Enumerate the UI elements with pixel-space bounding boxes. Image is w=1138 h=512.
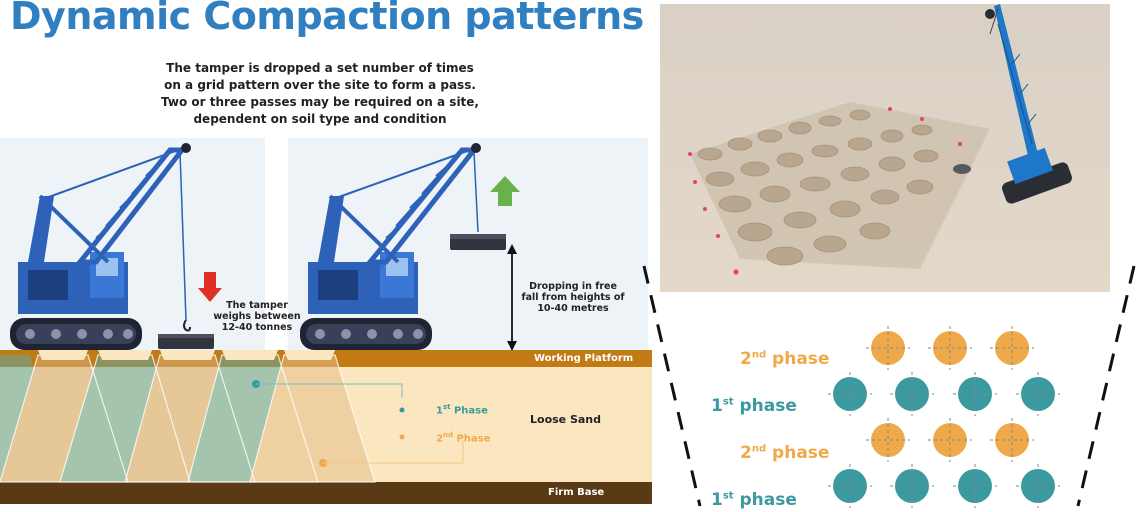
phase2-drop-point: [995, 423, 1029, 457]
phase2-legend-dot: [400, 435, 405, 440]
phase2-drop-point: [871, 423, 905, 457]
phase1-drop-point: [1021, 469, 1055, 503]
phase2-drop-point: [933, 423, 967, 457]
compaction-zones: [0, 355, 375, 482]
phase1-legend-dot: [400, 408, 405, 413]
phase1-drop-point: [895, 377, 929, 411]
firm-base-label: Firm Base: [548, 487, 604, 498]
grid-label-phase1-bottom: 1st phase: [711, 490, 797, 510]
drop-height-label: Dropping in free fall from heights of 10…: [518, 281, 628, 314]
phase2-drop-point: [995, 331, 1029, 365]
grid-label-phase2-top: 2nd phase: [740, 349, 829, 369]
legend-phase2-label: 2nd Phase: [436, 431, 490, 444]
phase1-drop-point: [833, 469, 867, 503]
working-platform-label: Working Platform: [534, 353, 633, 364]
tamper-weight-label: The tamper weighs between 12-40 tonnes: [212, 300, 302, 333]
site-photo: [660, 4, 1110, 292]
phase2-drop-point: [933, 331, 967, 365]
phase1-drop-point: [958, 377, 992, 411]
tamper-weight: [953, 164, 971, 174]
phase1-drop-point: [895, 469, 929, 503]
phase2-drop-point: [871, 331, 905, 365]
phase1-drop-point: [1021, 377, 1055, 411]
phase1-drop-point: [833, 377, 867, 411]
phase1-drop-point: [958, 469, 992, 503]
grid-label-phase2-bottom: 2nd phase: [740, 443, 829, 463]
loose-sand-label: Loose Sand: [530, 414, 601, 425]
legend-phase1-label: 1st Phase: [436, 403, 488, 416]
compaction-grid: [820, 318, 1070, 512]
platform-notches: [38, 350, 335, 360]
compaction-diagram: [0, 0, 660, 512]
grid-label-phase1-top: 1st phase: [711, 396, 797, 416]
